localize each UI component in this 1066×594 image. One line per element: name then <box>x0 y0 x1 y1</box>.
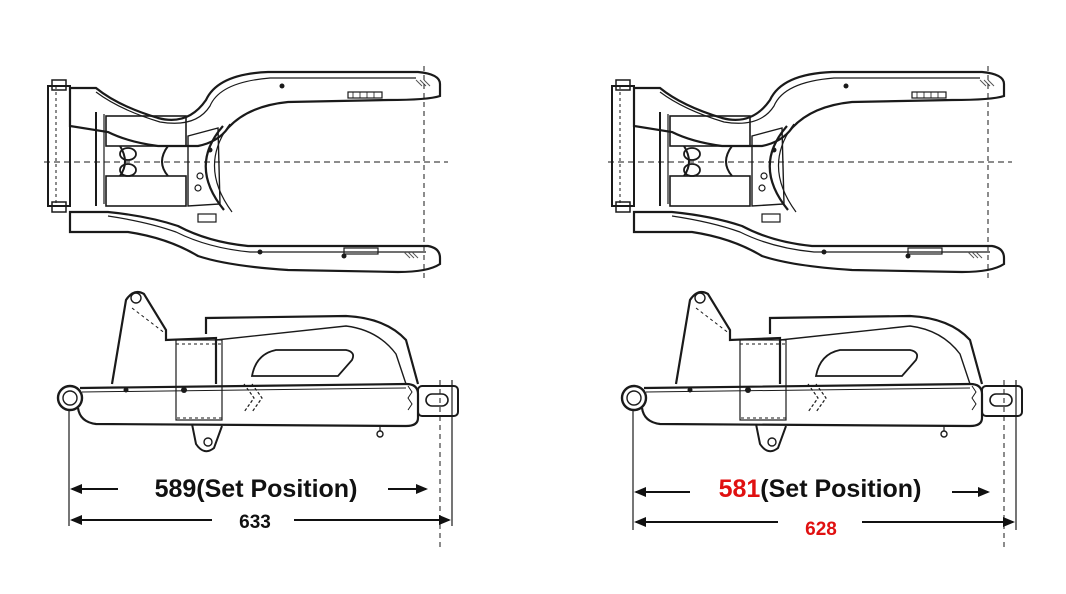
right-set-position-dimension: 581(Set Position) <box>634 475 990 503</box>
right-top-view-drawing <box>606 64 1014 282</box>
right-set-position-suffix: (Set Position) <box>760 475 921 503</box>
right-panel: 581(Set Position) 628 <box>606 64 1024 552</box>
right-set-position-number: 581 <box>719 475 761 503</box>
left-set-position-suffix: (Set Position) <box>196 475 357 503</box>
left-set-position-dimension: 589(Set Position) <box>70 475 428 503</box>
left-top-view-drawing <box>42 64 450 282</box>
right-side-view-drawing <box>620 290 1024 552</box>
right-set-position-label: 581(Set Position) <box>719 475 922 503</box>
right-overall-dimension: 628 <box>634 517 1015 540</box>
left-set-position-label: 589(Set Position) <box>155 475 358 503</box>
left-overall-dimension: 633 <box>70 512 451 533</box>
left-overall-value: 633 <box>239 512 271 533</box>
right-overall-value: 628 <box>805 519 837 540</box>
left-set-position-number: 589 <box>155 475 197 503</box>
left-panel: 589(Set Position) 633 <box>42 64 460 552</box>
